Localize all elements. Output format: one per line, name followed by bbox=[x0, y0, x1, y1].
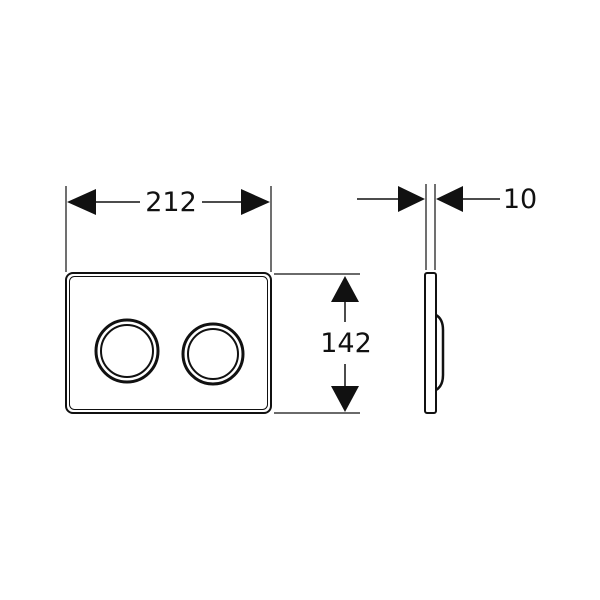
depth-arrow-left bbox=[398, 186, 425, 212]
height-label: 142 bbox=[320, 328, 372, 359]
small-flush-button-ring bbox=[181, 322, 245, 386]
small-flush-button bbox=[187, 328, 239, 380]
large-flush-button bbox=[100, 324, 154, 378]
plate-inner-outline bbox=[69, 276, 268, 410]
large-flush-button-ring bbox=[94, 318, 160, 384]
front-view bbox=[65, 272, 272, 414]
side-view bbox=[424, 272, 445, 414]
height-arrow-top bbox=[331, 276, 359, 302]
width-dimension: 212 bbox=[65, 186, 272, 272]
plate-outer-outline bbox=[65, 272, 272, 414]
depth-label: 10 bbox=[503, 184, 537, 215]
width-arrow-right bbox=[241, 189, 270, 215]
side-button-profile bbox=[435, 313, 445, 392]
width-label: 212 bbox=[145, 187, 197, 218]
width-arrow-left bbox=[67, 189, 96, 215]
depth-dimension: 10 bbox=[357, 184, 537, 270]
depth-arrow-right bbox=[436, 186, 463, 212]
height-dimension: 142 bbox=[274, 273, 372, 414]
side-plate-outline bbox=[424, 272, 437, 414]
height-arrow-bottom bbox=[331, 386, 359, 412]
